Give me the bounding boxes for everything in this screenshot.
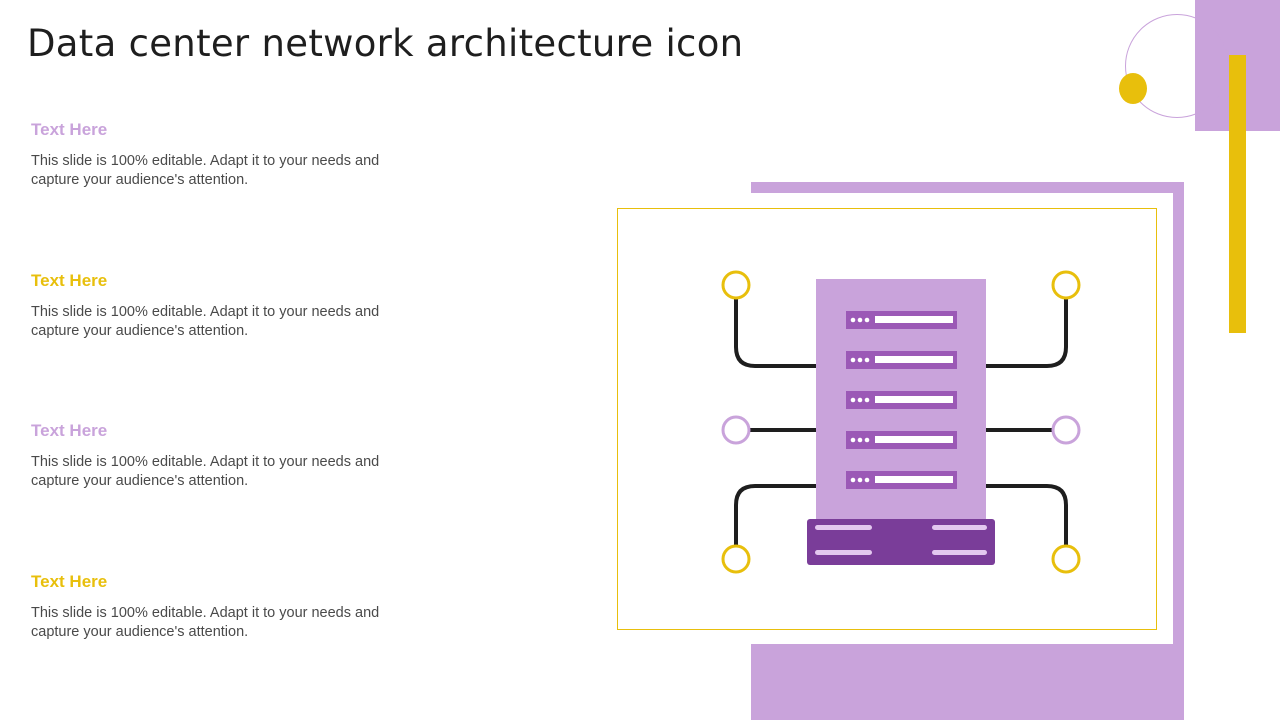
text-block-heading: Text Here xyxy=(31,421,108,440)
connector-lines xyxy=(734,299,1068,545)
text-block-body: This slide is 100% editable. Adapt it to… xyxy=(31,605,380,640)
decorative-yellow-dot xyxy=(1119,73,1147,104)
text-block-2: Text Here This slide is 100% editable. A… xyxy=(31,271,431,341)
decorative-outline-circle xyxy=(1125,14,1229,118)
network-node xyxy=(721,270,751,300)
connector-line xyxy=(734,299,816,368)
server-slot xyxy=(846,351,957,369)
text-block-4: Text Here This slide is 100% editable. A… xyxy=(31,572,431,642)
text-block-body: This slide is 100% editable. Adapt it to… xyxy=(31,153,380,188)
network-node xyxy=(721,415,751,445)
network-node xyxy=(1051,415,1081,445)
text-block-heading: Text Here xyxy=(31,120,108,139)
network-node xyxy=(1051,544,1081,574)
server-slots xyxy=(846,311,957,489)
slide-title: Data center network architecture icon xyxy=(27,22,744,65)
text-block-body: This slide is 100% editable. Adapt it to… xyxy=(31,454,380,489)
server-slot xyxy=(846,311,957,329)
server-slot xyxy=(846,431,957,449)
text-block-heading: Text Here xyxy=(31,271,108,290)
icon-frame xyxy=(617,208,1157,630)
network-node xyxy=(1051,270,1081,300)
text-block-body: This slide is 100% editable. Adapt it to… xyxy=(31,304,380,339)
network-nodes xyxy=(721,270,1081,574)
network-node xyxy=(721,544,751,574)
decorative-purple-bottom-block xyxy=(751,644,1184,720)
text-block-3: Text Here This slide is 100% editable. A… xyxy=(31,421,431,491)
server-slot xyxy=(846,471,957,489)
server-base xyxy=(807,519,995,565)
connector-line xyxy=(734,484,816,545)
decorative-frame-top-bar xyxy=(751,182,1184,193)
connector-line xyxy=(986,484,1068,545)
data-center-server-network-icon xyxy=(721,270,1081,574)
connector-line xyxy=(986,299,1068,368)
server-slot xyxy=(846,391,957,409)
text-block-1: Text Here This slide is 100% editable. A… xyxy=(31,120,431,190)
text-block-heading: Text Here xyxy=(31,572,108,591)
decorative-yellow-bar xyxy=(1229,55,1246,333)
decorative-frame-right-bar xyxy=(1173,182,1184,644)
